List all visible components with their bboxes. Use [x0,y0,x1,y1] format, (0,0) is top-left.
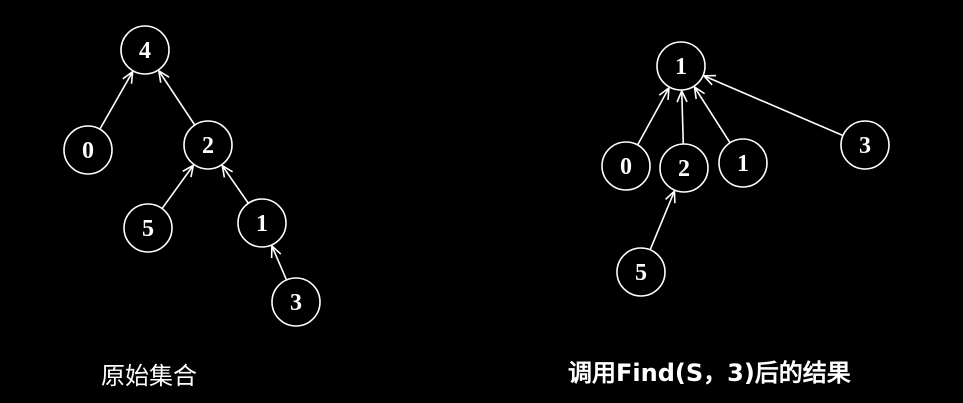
node-circle [656,41,706,91]
node-original-n0: 0 [63,125,113,175]
node-label: 2 [202,133,214,159]
arrow-head-icon [157,69,170,83]
node-circle [840,120,890,170]
node-label: 4 [139,38,151,64]
node-label: 2 [678,156,690,182]
node-label: 3 [290,290,302,316]
node-label: 0 [620,154,632,180]
edge-after-find-n0-to-n1 [636,86,670,146]
edge-original-n0-to-n4 [99,70,134,130]
edge-after-find-n1b-to-n1 [693,85,731,144]
edge-original-n2-to-n4 [157,69,196,126]
node-after-find-n2: 2 [659,143,709,193]
caption-original-set: 原始集合 [101,362,197,390]
node-after-find-n3: 3 [840,120,890,170]
edge-after-find-n2-to-n1 [676,89,688,145]
node-label: 1 [737,151,749,177]
arrow-head-icon [221,163,234,178]
node-circle [616,247,666,297]
node-after-find-n1: 1 [656,41,706,91]
node-circle [718,138,768,188]
edge-after-find-n3-to-n1 [702,74,844,137]
node-label: 0 [82,138,94,164]
node-label: 5 [142,216,154,242]
node-original-n1: 1 [237,198,287,248]
node-original-n2: 2 [183,120,233,170]
node-circle [601,141,651,191]
node-after-find-n1b: 1 [718,138,768,188]
node-after-find-n5: 5 [616,247,666,297]
node-after-find-n0: 0 [601,141,651,191]
arrow-head-icon [270,244,282,259]
node-label: 1 [256,211,268,237]
caption-find-result: 调用Find(S，3)后的结果 [568,359,851,387]
node-circle [63,125,113,175]
arrow-head-icon [658,86,670,101]
node-circle [183,120,233,170]
node-original-n4: 4 [120,25,170,75]
node-circle [271,277,321,327]
edge-original-n5-to-n2 [161,163,195,210]
node-original-n3: 3 [271,277,321,327]
edge-original-n3-to-n1 [270,244,288,281]
arrow-head-icon [702,74,717,86]
node-label: 5 [635,260,647,286]
arrow-head-icon [665,189,676,204]
arrow-head-icon [676,89,688,103]
tree-original: 4 0 2 5 1 3 [63,25,321,327]
tree-after-find: 1 0 2 1 3 5 [601,41,890,297]
edge-after-find-n5-to-n2 [649,189,676,251]
node-circle [659,143,709,193]
arrow-head-icon [122,70,134,84]
node-original-n5: 5 [123,203,173,253]
arrow-head-icon [182,163,195,178]
node-label: 1 [675,54,687,80]
node-circle [120,25,170,75]
node-circle [237,198,287,248]
node-circle [123,203,173,253]
arrow-head-icon [693,85,706,100]
edge-original-n1-to-n2 [221,163,249,204]
node-label: 3 [859,133,871,159]
